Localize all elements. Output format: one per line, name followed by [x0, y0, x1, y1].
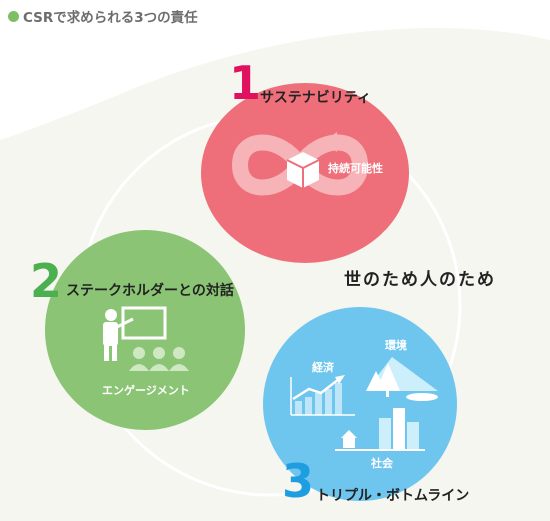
pillar-label-2: ステークホルダーとの対話 [66, 283, 234, 299]
stakeholder-circle [45, 230, 245, 430]
tbl-economy: 経済 [312, 361, 334, 374]
tbl-society: 社会 [371, 457, 393, 470]
center-slogan: 世のため人のため [344, 270, 496, 290]
society-city-icon [335, 408, 425, 451]
pillar-label-3: トリプル・ボトムライン [316, 488, 470, 504]
pillar-number-1: 1 [229, 56, 262, 110]
pillar-label-1: サステナビリティ [260, 90, 371, 106]
bullet-dot [8, 10, 19, 22]
pillar-sub-1: 持続可能性 [328, 162, 383, 175]
tbl-environment: 環境 [385, 339, 407, 352]
pillar-number-3: 3 [282, 454, 315, 508]
presentation-icon [103, 306, 189, 371]
pillar-sub-2: エンゲージメント [102, 384, 190, 397]
page-title: CSRで求められる3つの責任 [23, 10, 198, 26]
environment-icon [366, 357, 438, 401]
pillar-number-2: 2 [30, 254, 63, 308]
header: CSRで求められる3つの責任 [8, 6, 198, 26]
economy-chart-icon [290, 375, 355, 416]
cube-icon [286, 152, 320, 188]
